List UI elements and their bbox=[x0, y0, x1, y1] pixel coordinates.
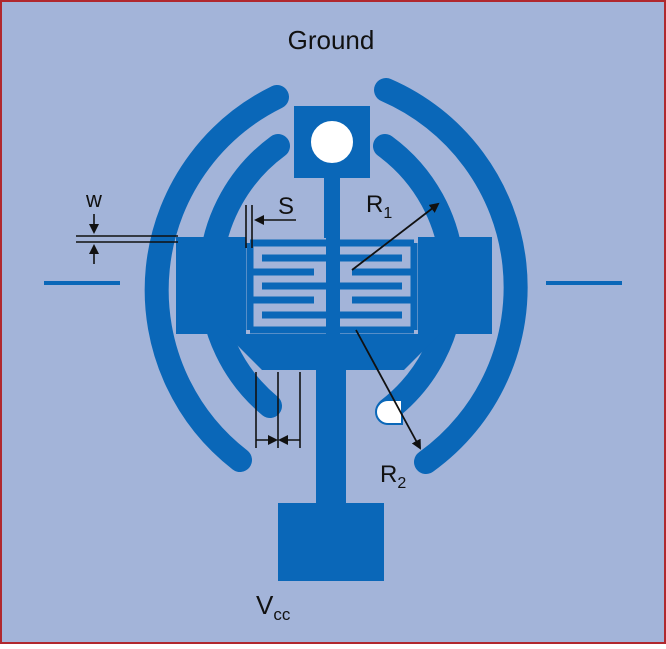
s-label: S bbox=[278, 193, 294, 220]
bottom-stem bbox=[316, 368, 346, 506]
ground-via-hole bbox=[309, 119, 355, 165]
right-side-block bbox=[418, 237, 492, 334]
lower-trapezoid bbox=[226, 334, 440, 370]
w-dimension bbox=[76, 214, 178, 264]
r1-radius-arrow bbox=[351, 202, 440, 271]
vcc-pad bbox=[278, 503, 384, 581]
outer-ring-right bbox=[374, 78, 528, 474]
comb-spine bbox=[326, 237, 340, 337]
top-stem bbox=[324, 176, 340, 238]
vcc-label: Vcc bbox=[256, 590, 291, 624]
interdigital-capacitor-right bbox=[340, 239, 418, 334]
r2-label: R2 bbox=[380, 461, 406, 492]
r2-radius-arrow bbox=[355, 329, 421, 450]
outer-ring-left bbox=[144, 85, 289, 472]
ring-gap-notch bbox=[375, 399, 403, 425]
w-label: w bbox=[85, 187, 102, 212]
left-side-block bbox=[176, 237, 246, 334]
s-dimension bbox=[245, 205, 296, 248]
ground-label: Ground bbox=[288, 25, 375, 55]
r1-label: R1 bbox=[366, 191, 392, 222]
bottom-dimension bbox=[255, 372, 301, 448]
interdigital-capacitor-left bbox=[246, 239, 326, 334]
